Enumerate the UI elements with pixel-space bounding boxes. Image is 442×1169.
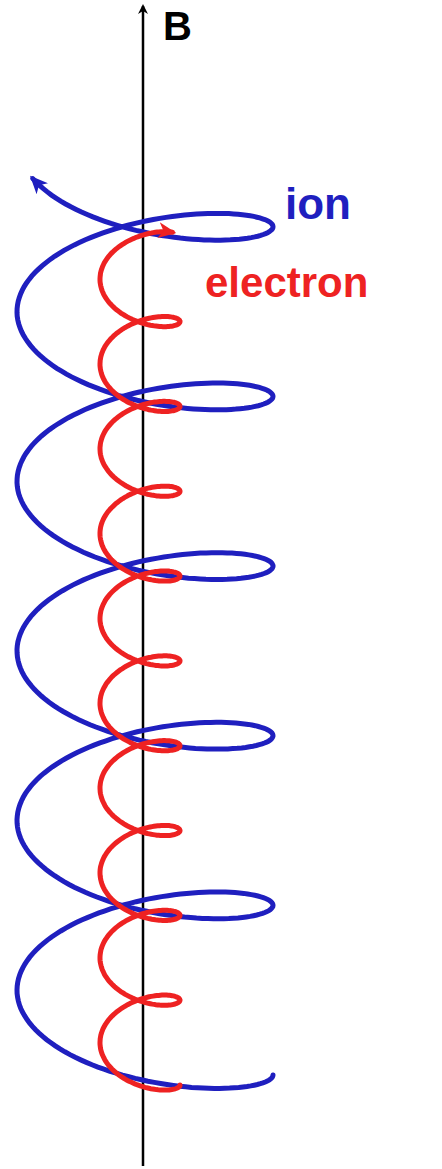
field-label: B (163, 6, 192, 46)
ion-label: ion (285, 182, 351, 226)
electron-label: electron (205, 262, 368, 304)
field-axis (142, 6, 145, 1166)
electron-helix (100, 232, 180, 1090)
ion-helix (17, 179, 273, 1089)
